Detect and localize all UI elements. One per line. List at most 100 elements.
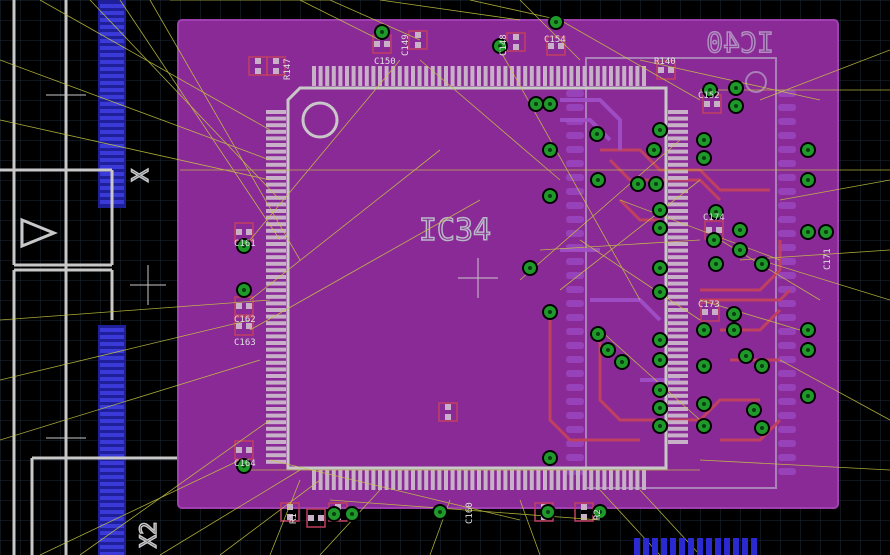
via[interactable]	[738, 348, 754, 364]
connector-x2[interactable]	[98, 325, 126, 555]
via[interactable]	[818, 224, 834, 240]
ic34-pad	[668, 387, 688, 392]
via[interactable]	[374, 24, 390, 40]
ic34-pad	[668, 215, 688, 220]
smd-part[interactable]	[266, 56, 286, 76]
connector-pad	[100, 137, 124, 141]
via[interactable]	[800, 172, 816, 188]
via[interactable]	[652, 220, 668, 236]
via[interactable]	[728, 80, 744, 96]
ic34-pad	[266, 433, 286, 438]
via[interactable]	[542, 96, 558, 112]
via[interactable]	[652, 418, 668, 434]
via[interactable]	[754, 358, 770, 374]
ic34-package[interactable]: IC34	[266, 66, 688, 490]
connector-pad	[100, 67, 124, 71]
connector-pad	[100, 412, 124, 416]
via[interactable]	[432, 504, 448, 520]
via[interactable]	[652, 352, 668, 368]
smd-part[interactable]	[656, 60, 676, 80]
ic34-pad	[266, 156, 286, 161]
via[interactable]	[696, 322, 712, 338]
via[interactable]	[800, 388, 816, 404]
ic40-pad	[778, 244, 796, 251]
label-c173: C173	[698, 300, 720, 310]
via[interactable]	[696, 358, 712, 374]
via[interactable]	[800, 342, 816, 358]
ic34-pad	[523, 66, 528, 86]
ic34-pad	[622, 470, 627, 490]
via[interactable]	[344, 506, 360, 522]
via[interactable]	[746, 402, 762, 418]
smd-part[interactable]	[438, 402, 458, 422]
via[interactable]	[754, 256, 770, 272]
via[interactable]	[652, 202, 668, 218]
via[interactable]	[492, 38, 508, 54]
smd-part[interactable]	[546, 36, 566, 56]
smd-part[interactable]	[234, 316, 254, 336]
smd-part[interactable]	[408, 30, 428, 50]
via[interactable]	[708, 204, 724, 220]
via[interactable]	[702, 82, 718, 98]
via[interactable]	[542, 188, 558, 204]
via[interactable]	[726, 322, 742, 338]
via[interactable]	[706, 232, 722, 248]
via[interactable]	[600, 342, 616, 358]
via[interactable]	[696, 150, 712, 166]
via[interactable]	[652, 122, 668, 138]
via[interactable]	[630, 176, 646, 192]
via[interactable]	[590, 326, 606, 342]
via[interactable]	[728, 98, 744, 114]
via[interactable]	[542, 450, 558, 466]
via[interactable]	[542, 142, 558, 158]
via[interactable]	[732, 242, 748, 258]
connector-pad	[100, 475, 124, 479]
via[interactable]	[528, 96, 544, 112]
via[interactable]	[589, 126, 605, 142]
ic34-pad	[668, 393, 688, 398]
via[interactable]	[648, 176, 664, 192]
ic34-pad	[266, 129, 286, 134]
bottom-right-connector[interactable]	[634, 538, 757, 555]
via[interactable]	[800, 322, 816, 338]
smd-part[interactable]	[306, 508, 326, 528]
via[interactable]	[592, 504, 608, 520]
via[interactable]	[732, 222, 748, 238]
smd-part[interactable]	[506, 32, 526, 52]
connector-pad	[100, 32, 124, 36]
connector-x-upper[interactable]	[98, 0, 126, 208]
via[interactable]	[614, 354, 630, 370]
via[interactable]	[236, 238, 252, 254]
connector-pad	[715, 538, 721, 555]
via[interactable]	[236, 458, 252, 474]
via[interactable]	[540, 504, 556, 520]
via[interactable]	[800, 142, 816, 158]
via[interactable]	[542, 304, 558, 320]
copper-pour-polygon[interactable]	[177, 19, 839, 509]
via[interactable]	[236, 282, 252, 298]
via[interactable]	[652, 400, 668, 416]
via[interactable]	[652, 382, 668, 398]
via[interactable]	[696, 396, 712, 412]
via[interactable]	[646, 142, 662, 158]
via[interactable]	[590, 172, 606, 188]
via[interactable]	[652, 332, 668, 348]
via[interactable]	[800, 224, 816, 240]
via[interactable]	[726, 306, 742, 322]
ic40-pad	[778, 328, 796, 335]
via[interactable]	[696, 418, 712, 434]
via[interactable]	[708, 256, 724, 272]
ic34-pad	[266, 301, 286, 306]
ic34-pad	[411, 66, 415, 86]
via[interactable]	[326, 506, 342, 522]
via[interactable]	[652, 260, 668, 276]
via[interactable]	[696, 132, 712, 148]
via[interactable]	[754, 420, 770, 436]
via[interactable]	[652, 284, 668, 300]
vias[interactable]	[236, 14, 834, 522]
via[interactable]	[522, 260, 538, 276]
via[interactable]	[548, 14, 564, 30]
ic34-pad	[668, 156, 688, 161]
